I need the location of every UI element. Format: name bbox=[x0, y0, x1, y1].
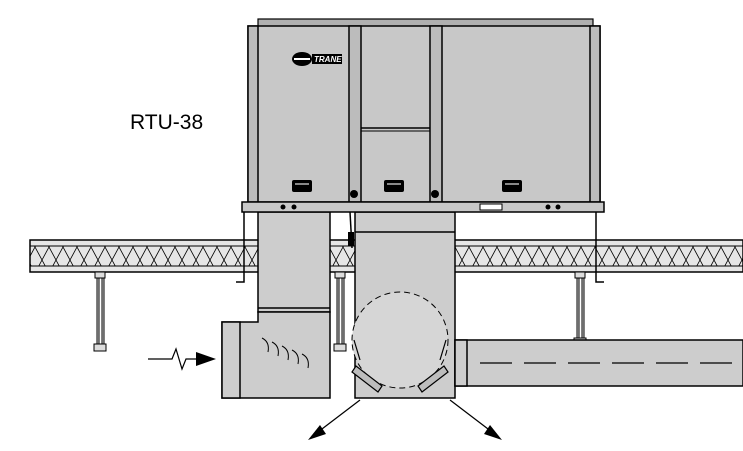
trane-logo-icon: TRANE bbox=[292, 52, 342, 66]
supply-air-duct bbox=[351, 211, 456, 399]
brand-name: TRANE bbox=[314, 55, 342, 64]
return-air-arrow-icon bbox=[148, 347, 216, 371]
arrow-down-left-icon bbox=[308, 399, 361, 440]
unit-tag-label: RTU-38 bbox=[130, 111, 203, 134]
diffuser-blades bbox=[351, 339, 449, 393]
access-handles bbox=[292, 180, 522, 192]
roof-joists bbox=[93, 271, 587, 352]
horizontal-supply-duct bbox=[454, 339, 743, 387]
arrow-down-right-icon bbox=[449, 399, 502, 440]
turning-vanes bbox=[261, 337, 309, 369]
return-air-duct bbox=[221, 211, 331, 399]
